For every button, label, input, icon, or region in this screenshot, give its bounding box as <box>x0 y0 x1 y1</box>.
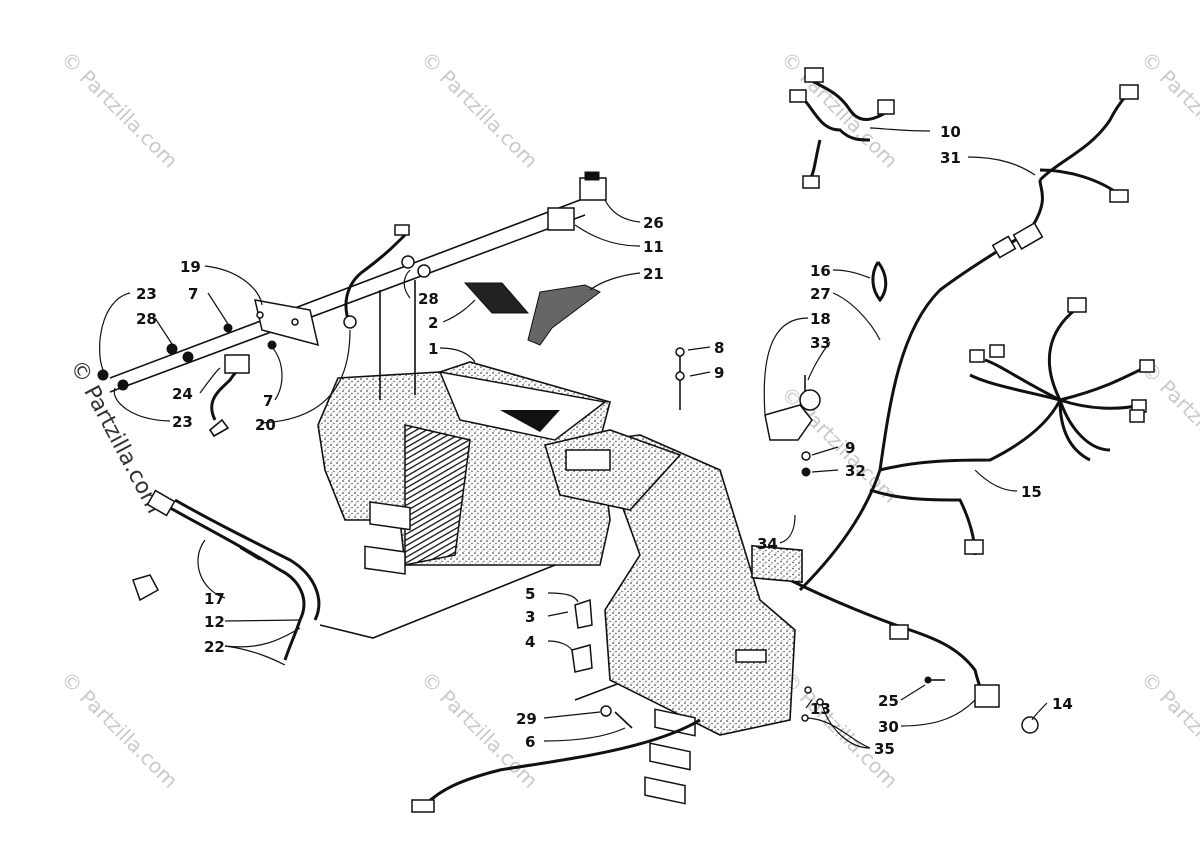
callout-9: 9 <box>714 364 724 382</box>
callout-20: 20 <box>255 416 276 434</box>
watermark: © Partzilla.com <box>56 47 182 173</box>
watermark: © Partzilla.com <box>1136 667 1200 793</box>
callout-2: 2 <box>428 314 438 332</box>
console-body <box>317 361 796 805</box>
callout-6: 6 <box>525 733 535 751</box>
wiring-harness <box>411 67 1155 813</box>
watermark: © Partzilla.com <box>1136 357 1200 483</box>
callout-35: 35 <box>874 740 895 758</box>
callout-17: 17 <box>204 590 225 608</box>
switch-assembly <box>97 171 607 438</box>
callout-15: 15 <box>1021 483 1042 501</box>
callout-5: 5 <box>525 585 535 603</box>
callout-12: 12 <box>204 613 225 631</box>
callout-31: 31 <box>940 149 961 167</box>
callout-labels: 10 31 26 11 21 16 27 18 33 8 9 19 7 23 2… <box>136 123 1073 758</box>
watermark-side: © Partzilla.com <box>65 356 167 518</box>
callout-24: 24 <box>172 385 193 403</box>
callout-22: 22 <box>204 638 225 656</box>
leader-lines <box>98 127 1048 749</box>
callout-9: 9 <box>845 439 855 457</box>
callout-10: 10 <box>940 123 961 141</box>
watermark: © Partzilla.com <box>56 667 182 793</box>
callout-3: 3 <box>525 608 535 626</box>
callout-1: 1 <box>428 340 438 358</box>
callout-32: 32 <box>845 462 866 480</box>
callout-25: 25 <box>878 692 899 710</box>
watermark: © Partzilla.com <box>416 47 542 173</box>
callout-26: 26 <box>643 214 664 232</box>
callout-7: 7 <box>263 392 273 410</box>
callout-28: 28 <box>136 310 157 328</box>
callout-7: 7 <box>188 285 198 303</box>
callout-11: 11 <box>643 238 664 256</box>
callout-33: 33 <box>810 334 831 352</box>
watermark: © Partzilla.com <box>1136 47 1200 173</box>
callout-29: 29 <box>516 710 537 728</box>
callout-21: 21 <box>643 265 664 283</box>
callout-23: 23 <box>136 285 157 303</box>
callout-30: 30 <box>878 718 899 736</box>
callout-18: 18 <box>810 310 831 328</box>
callout-19: 19 <box>180 258 201 276</box>
callout-28: 28 <box>418 290 439 308</box>
callout-8: 8 <box>714 339 724 357</box>
callout-16: 16 <box>810 262 831 280</box>
callout-34: 34 <box>757 535 778 553</box>
callout-27: 27 <box>810 285 831 303</box>
watermark: © Partzilla.com <box>416 667 542 793</box>
callout-14: 14 <box>1052 695 1073 713</box>
callout-23: 23 <box>172 413 193 431</box>
callout-4: 4 <box>525 633 535 651</box>
callout-13: 13 <box>810 700 831 718</box>
cable-assembly <box>132 489 321 661</box>
small-hardware <box>571 598 945 729</box>
